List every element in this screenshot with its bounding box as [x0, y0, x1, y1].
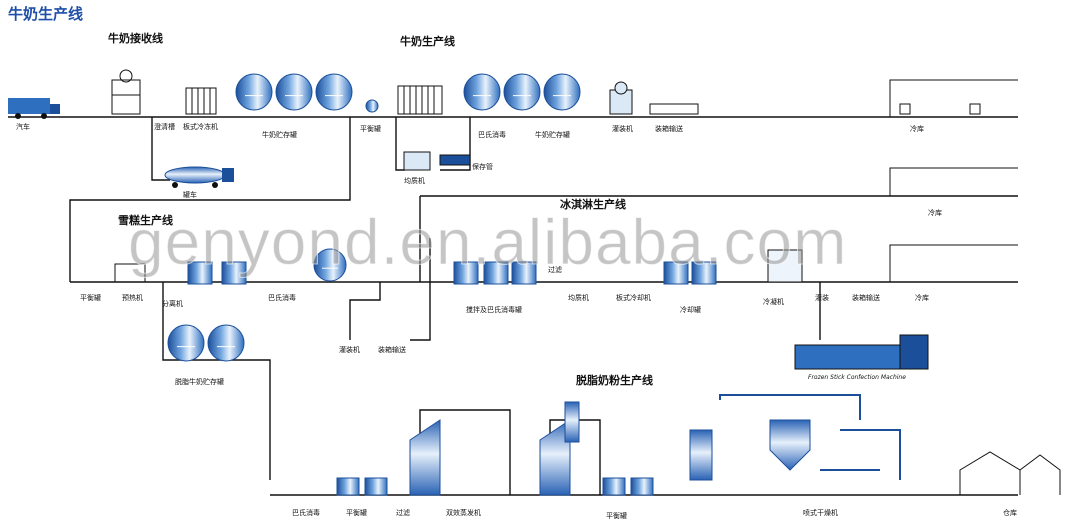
label-balance-tank-3: 平衡罐: [346, 509, 367, 517]
label-plate-cooler: 板式冷冻机: [183, 123, 218, 131]
label-plate-cooler-2: 板式冷却机: [616, 294, 651, 302]
icecream-tanks: [453, 261, 717, 285]
tank-icon: [313, 248, 347, 282]
tank-icon: [235, 73, 273, 111]
conveyor-icon: [649, 103, 699, 115]
tank-icon: [511, 261, 537, 285]
tank-icon: [691, 261, 717, 285]
balance-tank-icon: [365, 99, 379, 113]
label-warehouse: 仓库: [1003, 509, 1017, 517]
section-powder-line: 脱脂奶粉生产线: [576, 374, 653, 387]
label-cold-store-3: 冷库: [915, 294, 929, 302]
tank-icon: [543, 73, 581, 111]
label-pasteurization-3: 巴氏消毒: [292, 509, 320, 517]
tank-icon: [364, 477, 388, 496]
label-balance-tank-2: 平衡罐: [80, 294, 101, 302]
label-homogenizer: 均质机: [404, 177, 425, 185]
cold-store-3-icon: [889, 244, 1018, 282]
cold-store-2-icon: [889, 167, 1018, 196]
filling-machine-icon: [609, 81, 633, 115]
label-truck: 汽车: [16, 123, 30, 131]
label-cold-store-1: 冷库: [910, 125, 924, 133]
label-packing-conveyor-3: 装箱输送: [852, 294, 880, 302]
section-milk-line: 牛奶生产线: [400, 35, 455, 48]
tank-icon: [483, 261, 509, 285]
label-filling-2: 灌装: [815, 294, 829, 302]
label-freezer: 冷凝机: [763, 298, 784, 306]
label-cold-store-2: 冷库: [928, 209, 942, 217]
tank-icon: [336, 477, 360, 496]
label-skim-milk-tank: 脱脂牛奶贮存罐: [175, 378, 224, 386]
label-pasteurization-2: 巴氏消毒: [268, 294, 296, 302]
tank-icon: [602, 477, 626, 496]
tank-icon: [463, 73, 501, 111]
tank-icon: [630, 477, 654, 496]
frozen-stick-machine-icon: [794, 334, 929, 370]
label-packing-conveyor-2: 装箱输送: [378, 346, 406, 354]
plate-heat-exchanger-icon: [397, 85, 443, 115]
tank-icon: [187, 261, 213, 285]
tank-icon: [167, 324, 205, 362]
label-cooling-tank: 冷却罐: [680, 306, 701, 314]
cold-store-1-icon: [889, 79, 1018, 117]
label-mixing-tank: 搅拌及巴氏消毒罐: [466, 306, 522, 314]
label-holding-tube: 保存管: [472, 163, 493, 171]
spray-dryer-icon: [689, 419, 811, 481]
watermark: genyond.en.alibaba.com: [127, 206, 848, 279]
tank-icon: [275, 73, 313, 111]
plate-cooler-icon: [185, 87, 217, 115]
milk-storage-tanks: [235, 73, 353, 111]
evaporator-icon: [409, 401, 580, 496]
preheater-icon: [114, 263, 146, 283]
powder-tanks: [336, 477, 654, 496]
milk-line-tanks: [463, 73, 581, 111]
homogenizer-icon: [403, 151, 471, 171]
label-filling-machine: 灌装机: [612, 125, 633, 133]
section-icecream-line: 冰淇淋生产线: [560, 198, 626, 211]
warehouse-icon: [959, 451, 1061, 495]
label-packing-conveyor: 装箱输送: [655, 125, 683, 133]
label-filling-machine-2: 灌装机: [339, 346, 360, 354]
label-tanker: 罐车: [183, 191, 197, 199]
label-spray-dryer: 喷式干燥机: [803, 509, 838, 517]
tanker-icon: [164, 166, 234, 188]
purifier-icon: [111, 69, 141, 115]
tank-icon: [315, 73, 353, 111]
label-filter-2: 过滤: [396, 509, 410, 517]
label-pasteurization: 巴氏消毒: [478, 131, 506, 139]
section-popsicle-line: 雪糕生产线: [118, 214, 173, 227]
label-balance-tank-4: 平衡罐: [606, 512, 627, 520]
label-evaporator: 双效蒸发机: [446, 509, 481, 517]
label-preheater: 预热机: [122, 294, 143, 302]
label-balance-tank: 平衡罐: [360, 125, 381, 133]
label-homogenizer-2: 均质机: [568, 294, 589, 302]
tank-icon: [221, 261, 247, 285]
label-milk-storage-tank: 牛奶贮存罐: [262, 131, 297, 139]
label-frozen-stick-machine: Frozen Stick Confection Machine: [808, 374, 906, 381]
label-purifier: 澄清槽: [154, 123, 175, 131]
tank-icon: [453, 261, 479, 285]
skim-milk-tanks: [167, 324, 245, 362]
page-title: 牛奶生产线: [8, 5, 84, 23]
tank-icon: [663, 261, 689, 285]
tank-icon: [207, 324, 245, 362]
label-filter: 过滤: [548, 266, 562, 274]
label-milk-storage-tank-2: 牛奶贮存罐: [535, 131, 570, 139]
section-milk-reception: 牛奶接收线: [108, 32, 163, 45]
truck-icon: [8, 98, 60, 119]
popsicle-tanks: [187, 248, 347, 285]
label-separator: 分离机: [162, 300, 183, 308]
tank-icon: [503, 73, 541, 111]
freezer-icon: [767, 249, 803, 283]
